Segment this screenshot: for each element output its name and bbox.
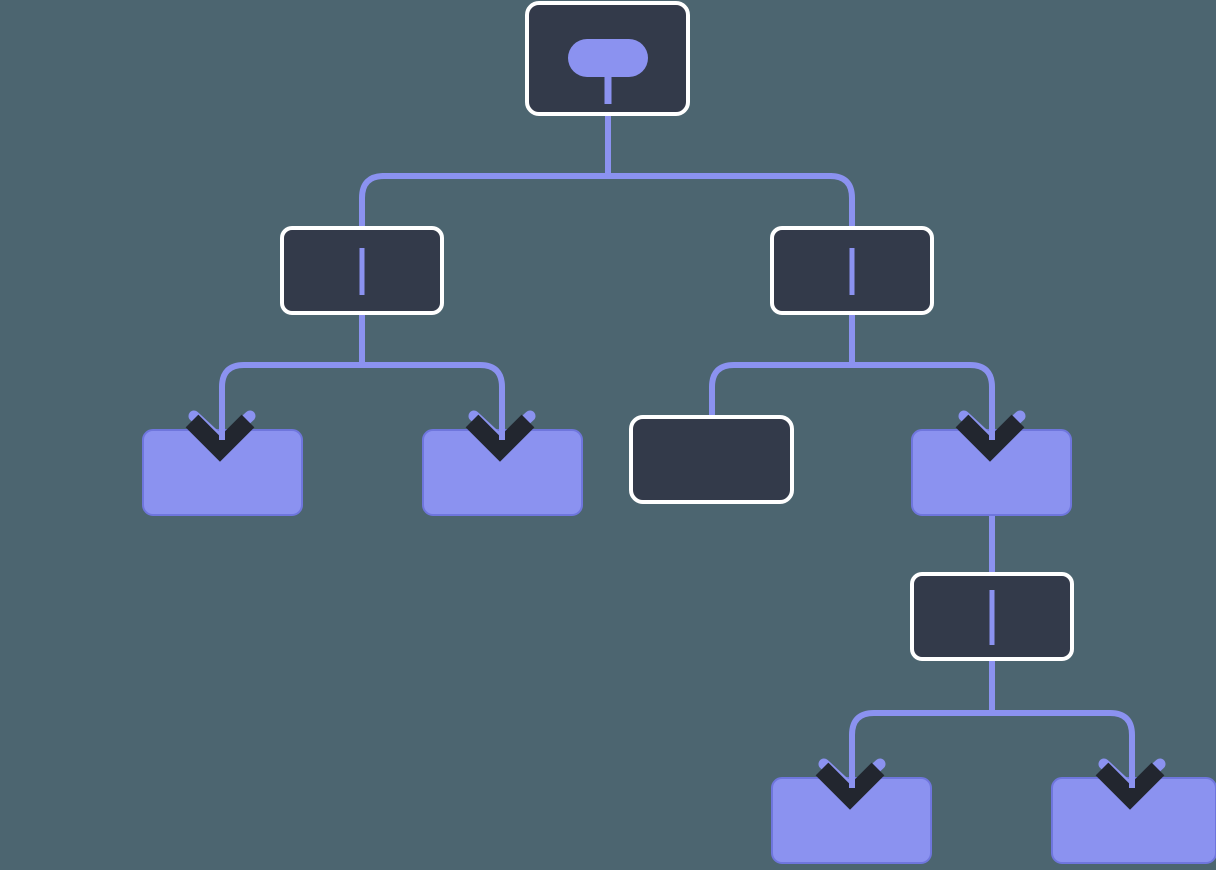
arrowhead-mid-accent <box>955 402 1026 462</box>
edge-branch-left-to-leaf-1[interactable] <box>219 362 362 440</box>
arrowhead-leaf-2-front-chevron <box>465 414 535 462</box>
edge-root-to-branch-left[interactable] <box>359 173 608 313</box>
arrowhead-leaf-5 <box>1095 750 1166 810</box>
arrowhead-leaf-4-front-chevron <box>815 762 885 810</box>
arrowhead-mid-accent-front-chevron <box>955 414 1025 462</box>
leaf-node-dark-rect[interactable] <box>629 415 794 504</box>
arrowhead-leaf-4 <box>815 750 886 810</box>
arrowhead-leaf-2 <box>465 402 536 462</box>
edge-root-to-branch-right[interactable] <box>608 173 855 313</box>
edge-branch-right-to-dark-leaf[interactable] <box>709 362 852 417</box>
edge-sub-branch-to-leaf-4[interactable] <box>849 710 992 788</box>
arrowhead-leaf-1-front-chevron <box>185 414 255 462</box>
edge-sub-branch-to-leaf-5[interactable] <box>992 710 1135 788</box>
leaf-node-dark[interactable] <box>629 415 794 504</box>
edge-branch-right-to-mid-accent[interactable] <box>852 362 995 440</box>
arrowhead-leaf-5-front-chevron <box>1095 762 1165 810</box>
arrowhead-leaf-1 <box>185 402 256 462</box>
edge-branch-left-to-leaf-2[interactable] <box>362 362 505 440</box>
root-pill-glyph <box>568 39 648 104</box>
